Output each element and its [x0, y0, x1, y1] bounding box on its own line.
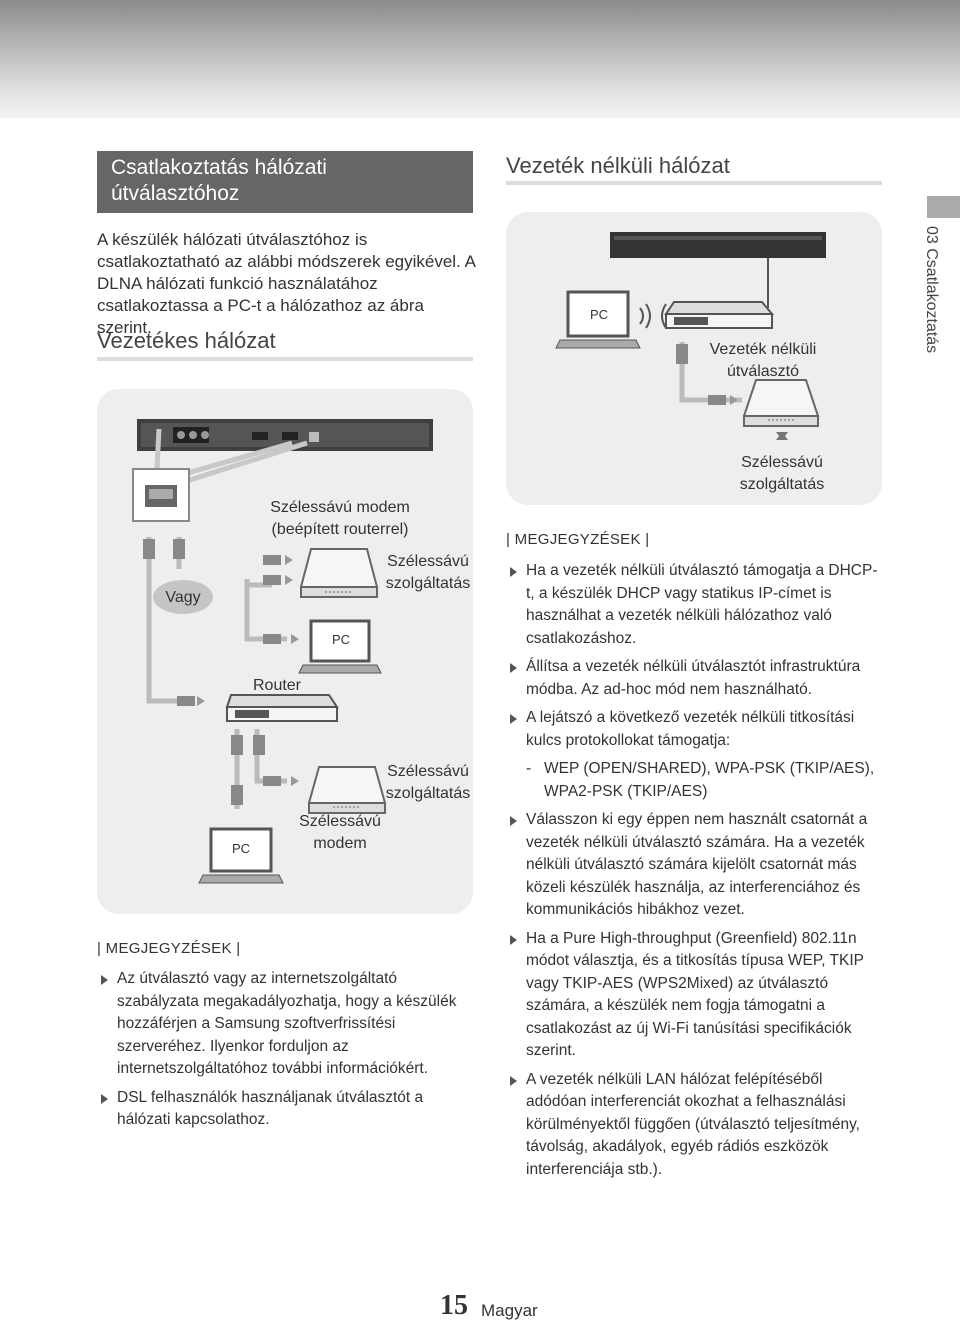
wireless-service-label: Szélessávú szolgáltatás: [739, 454, 825, 493]
or-oval: [153, 580, 213, 614]
right-notes-list: Ha a vezeték nélküli útválasztó támogatj…: [506, 560, 882, 1187]
wireless-diagram-graphic: [555, 232, 826, 440]
wired-diagram-graphic: [132, 419, 433, 884]
player-front-icon: [610, 232, 826, 258]
sub-list-dash: -: [526, 760, 532, 777]
wireless-router-icon: [664, 258, 775, 329]
list-item: Az útválasztó vagy az internetszolgáltat…: [97, 968, 473, 1081]
sub-list-text: WEP (OPEN/SHARED), WPA-PSK (TKIP/AES), W…: [544, 760, 875, 800]
broadband-modem-icon-bottom: [307, 766, 387, 814]
sub-list-item: - WEP (OPEN/SHARED), WPA-PSK (TKIP/AES),…: [506, 758, 882, 803]
laptop-pc-icon-wireless: [555, 290, 641, 349]
modem-router-label: Szélessávú modem (beépített routerrel): [270, 499, 410, 538]
list-item: Állítsa a vezeték nélküli útválasztót in…: [506, 656, 882, 701]
broadband-modem-icon-wireless: [742, 379, 820, 427]
wireless-heading-rule: [506, 181, 882, 185]
right-notes-heading: | MEGJEGYZÉSEK |: [506, 531, 650, 548]
lan-socket-icon: [132, 468, 190, 522]
modem-label: Szélessávú modem: [299, 813, 381, 852]
wired-network-diagram: Szélessávú modem (beépített routerrel) S…: [97, 389, 473, 914]
service-label-1: Szélessávú szolgáltatás: [385, 553, 471, 592]
or-label: Vagy: [165, 589, 201, 606]
wireless-network-diagram: PC Vezeték nélküli útválasztó Szélessávú…: [506, 212, 882, 505]
router-icon: [225, 694, 339, 722]
pc-label-1: PC: [331, 632, 351, 647]
router-label: Router: [252, 677, 302, 694]
chapter-side-text: 03 Csatlakoztatás: [923, 226, 940, 354]
list-item: DSL felhasználók használjanak útválasztó…: [97, 1087, 473, 1132]
chapter-tab-marker: [927, 196, 960, 218]
left-notes-list: Az útválasztó vagy az internetszolgáltat…: [97, 968, 473, 1138]
wireless-router-label: Vezeték nélküli útválasztó: [709, 341, 817, 380]
broadband-modem-icon-top: [299, 548, 379, 598]
wired-heading-rule: [97, 357, 473, 361]
player-back-panel-icon: [137, 419, 433, 451]
page-language: Magyar: [481, 1301, 538, 1320]
pc-label-wireless: PC: [589, 307, 609, 322]
laptop-pc-icon-1: [298, 619, 382, 674]
page-number: 15: [440, 1290, 468, 1321]
section-title: Csatlakoztatás hálózati útválasztóhoz: [97, 151, 473, 213]
left-notes-heading: | MEGJEGYZÉSEK |: [97, 940, 241, 957]
intro-paragraph: A készülék hálózati útválasztóhoz is csa…: [97, 230, 475, 337]
pc-label-2: PC: [231, 841, 251, 856]
chapter-side-label: 03 Csatlakoztatás: [922, 226, 960, 386]
list-item: Ha a Pure High-throughput (Greenfield) 8…: [506, 928, 882, 1063]
list-item: A vezeték nélküli LAN hálózat felépítésé…: [506, 1069, 882, 1182]
wired-heading: Vezetékes hálózat: [97, 328, 276, 353]
list-item: Ha a vezeték nélküli útválasztó támogatj…: [506, 560, 882, 650]
laptop-pc-icon-2: [198, 827, 284, 884]
service-label-2: Szélessávú szolgáltatás: [385, 763, 471, 802]
wireless-heading: Vezeték nélküli hálózat: [506, 153, 730, 178]
header-gradient-band: [0, 0, 960, 118]
list-item: Válasszon ki egy éppen nem használt csat…: [506, 809, 882, 922]
list-item: A lejátszó a következő vezeték nélküli t…: [506, 707, 882, 752]
